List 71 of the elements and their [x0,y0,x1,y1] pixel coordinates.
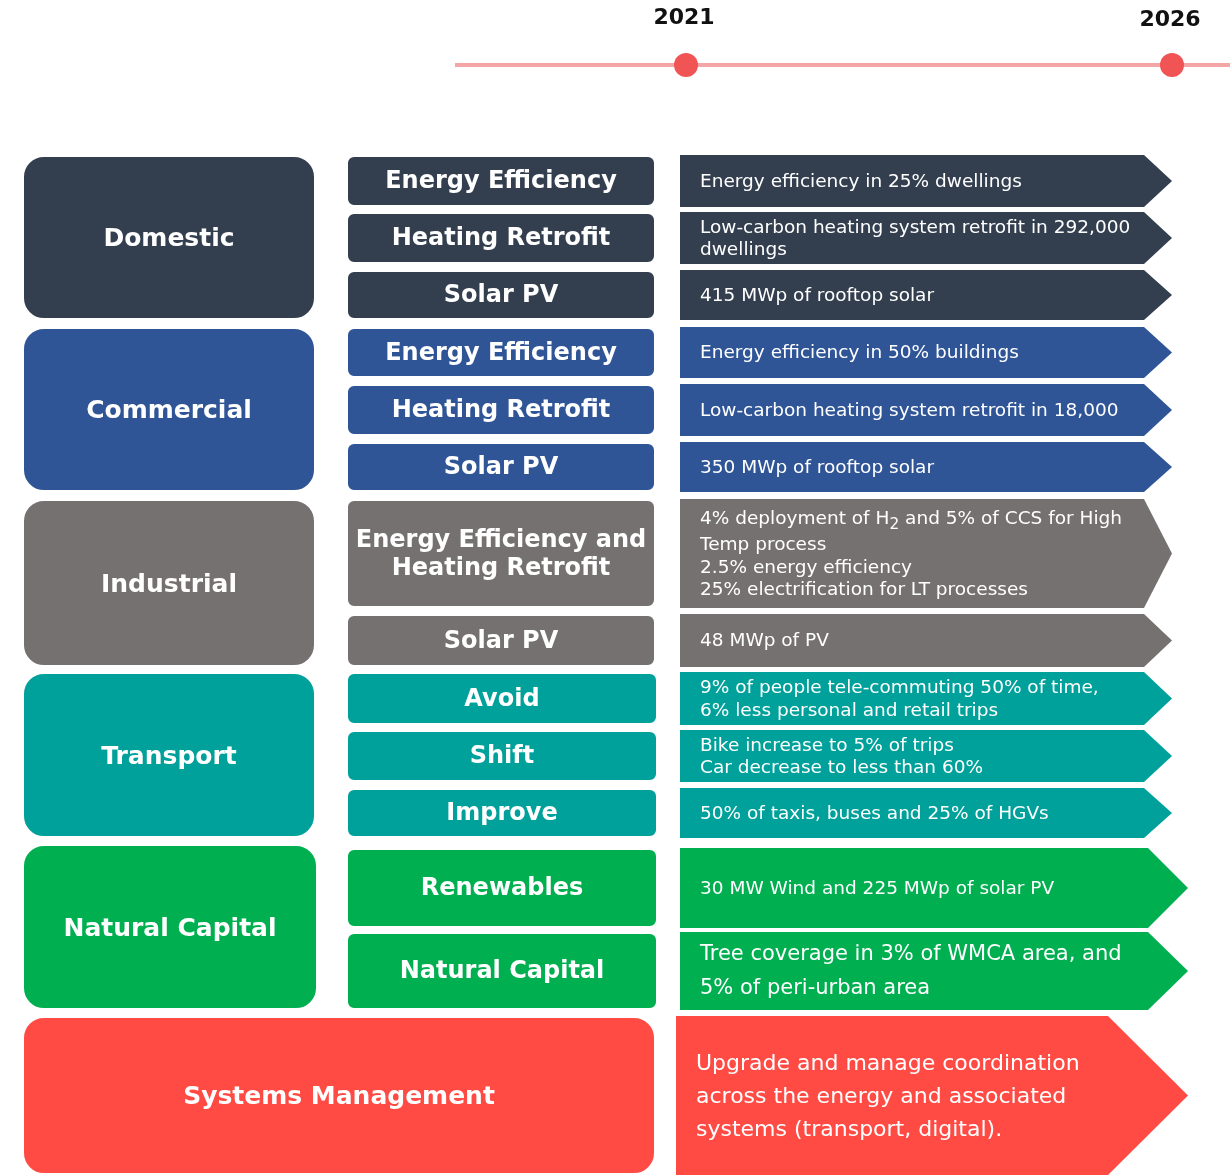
target-panel [680,730,1172,782]
category-label: Transport [101,740,237,770]
target-text: 30 MW Wind and 225 MWp of solar PV [700,876,1056,900]
target-panel [680,672,1172,725]
measure-label: Energy Efficiency [385,167,617,195]
measure-box [346,155,656,207]
target-text: 415 MWp of rooftop solar [700,283,936,307]
measure-label: Solar PV [443,626,559,655]
target-text: Low-carbon heating system retrofit in 292,000 dwellings [700,215,1132,261]
target-text: Energy efficiency in 50% buildings [700,341,1020,364]
measure-label: Avoid [464,684,540,713]
measure-box [346,848,658,928]
measure-box [346,499,656,608]
target-text: 350 MWp of rooftop solar [700,455,936,479]
measure-label: Shift [469,742,535,770]
target-panel [680,442,1172,492]
year-label: 2021 [653,4,715,29]
target-text: 48 MWp of PV [700,629,830,652]
category-box [22,327,316,492]
measure-box [346,614,656,667]
measure-box [346,730,658,782]
category-label: Industrial [101,568,237,598]
category-box [22,672,316,838]
measure-box [346,672,658,725]
target-text: 4% deployment of H$_{2}$ and 5% of CCS for High Temp process [700,507,1123,556]
measure-box [346,270,656,320]
category-label: Natural Capital [63,912,277,942]
target-panel [680,270,1172,320]
measure-label: Energy Efficiency and Heating Retrofit [354,525,648,582]
measure-box [346,442,656,492]
target-text: 50% of taxis, buses and 25% of HGVs [700,801,1050,825]
target-panel [676,1016,1188,1175]
target-panel [680,848,1188,928]
category-box [22,1016,656,1175]
measure-box [346,384,656,436]
measure-box [346,788,658,838]
target-text: Low-carbon heating system retrofit in 18,000 [700,398,1120,422]
measure-box [346,212,656,264]
target-text: 2.5% energy efficiency [700,555,914,578]
measure-box [346,327,656,378]
target-panel [680,327,1172,378]
category-box [22,155,316,320]
category-box [22,844,318,1010]
category-label: Systems Management [183,1081,495,1110]
measure-label: Improve [446,799,558,827]
target-text: Bike increase to 5% of trips [700,733,955,756]
target-text: 9% of people tele-commuting 50% of time, 6% less personal and retail trips [700,676,1100,721]
target-panel [680,788,1172,838]
target-panel [680,932,1188,1010]
target-text: Upgrade and manage coordination across the energy and associated systems (transport, digital). [696,1049,1081,1143]
category-box [22,499,316,667]
measure-label: Heating Retrofit [391,396,611,424]
target-panel [680,384,1172,436]
measure-label: Solar PV [443,453,559,481]
target-panel [680,155,1172,207]
measure-label: Solar PV [443,281,559,309]
target-text: 25% electrification for LT processes [700,577,1029,600]
measure-label: Natural Capital [399,957,605,985]
measure-label: Renewables [420,874,584,902]
category-label: Domestic [103,223,235,252]
target-panel [680,614,1172,667]
target-text: Car decrease to less than 60% [700,756,985,779]
category-label: Commercial [86,395,252,424]
target-panel [680,212,1172,264]
measure-box [346,932,658,1010]
target-text: Energy efficiency in 25% dwellings [700,169,1023,193]
target-panel [680,499,1172,608]
year-label: 2026 [1139,6,1201,31]
target-text: Tree coverage in 3% of WMCA area, and 5% of peri-urban area [700,940,1123,1001]
measure-label: Heating Retrofit [391,224,611,252]
measure-label: Energy Efficiency [385,338,617,367]
